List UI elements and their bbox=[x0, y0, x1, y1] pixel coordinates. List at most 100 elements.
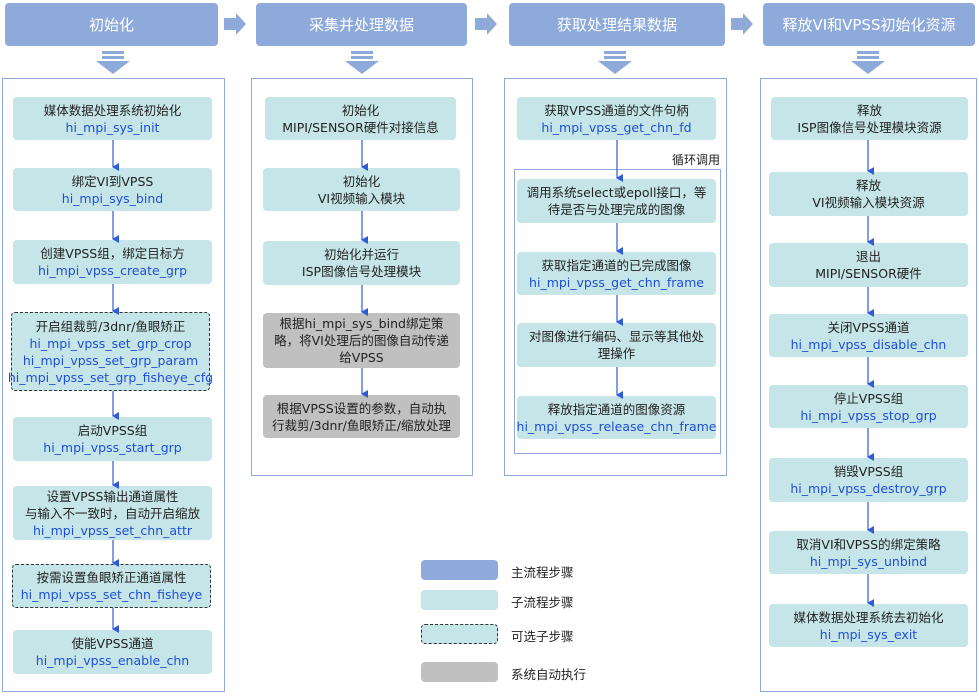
step-text: 释放指定通道的图像资源 bbox=[547, 401, 686, 417]
step-text: VI视频输入模块 bbox=[317, 190, 406, 206]
legend-sub-swatch bbox=[421, 590, 498, 610]
function-name: hi_mpi_vpss_release_chn_frame bbox=[516, 418, 717, 434]
step-set-chn-attr: 设置VPSS输出通道属性 与输入不一致时，自动开启缩放 hi_mpi_vpss_… bbox=[13, 486, 212, 540]
step-text: 创建VPSS组，绑定目标方 bbox=[40, 246, 185, 261]
function-name: hi_mpi_sys_unbind bbox=[809, 553, 928, 569]
function-name: hi_mpi_vpss_get_chn_fd bbox=[541, 119, 692, 135]
step-text: 设置VPSS输出通道属性 bbox=[46, 488, 179, 504]
step-sys-unbind: 取消VI和VPSS的绑定策略 hi_mpi_sys_unbind bbox=[769, 531, 968, 574]
step-text: 释放 bbox=[855, 178, 881, 193]
step-text: 开启组裁剪/3dnr/鱼眼矫正 bbox=[35, 318, 186, 334]
step-text: 媒体数据处理系统去初始化 bbox=[793, 609, 944, 625]
step-get-chn-frame: 获取指定通道的已完成图像 hi_mpi_vpss_get_chn_frame bbox=[517, 252, 716, 295]
step-start-grp: 启动VPSS组 hi_mpi_vpss_start_grp bbox=[13, 417, 212, 461]
step-grp-crop-optional: 开启组裁剪/3dnr/鱼眼矫正 hi_mpi_vpss_set_grp_crop… bbox=[7, 312, 214, 391]
step-text: 按需设置鱼眼矫正通道属性 bbox=[36, 570, 187, 585]
step-text: 取消VI和VPSS的绑定策略 bbox=[796, 536, 941, 552]
step-vi-init: 初始化 VI视频输入模块 bbox=[263, 168, 460, 211]
step-text: MIPI/SENSOR硬件 bbox=[815, 266, 922, 281]
step-mipi-init: 初始化 MIPI/SENSOR硬件对接信息 bbox=[265, 97, 456, 140]
header-label: 初始化 bbox=[88, 16, 134, 34]
step-text: VI视频输入模块资源 bbox=[812, 195, 925, 210]
step-auto-process: 根据VPSS设置的参数，自动执 行裁剪/3dnr/鱼眼矫正/缩放处理 bbox=[263, 395, 460, 438]
function-name: hi_mpi_vpss_set_grp_param bbox=[22, 352, 199, 368]
step-sys-bind: 绑定VI到VPSS hi_mpi_sys_bind bbox=[13, 168, 212, 211]
step-disable-chn: 关闭VPSS通道 hi_mpi_vpss_disable_chn bbox=[769, 314, 968, 357]
step-text: 理操作 bbox=[597, 346, 636, 361]
down-arrows bbox=[96, 51, 885, 74]
step-process-frame: 对图像进行编码、显示等其他处 理操作 bbox=[517, 323, 716, 367]
legend-auto-label: 系统自动执行 bbox=[511, 667, 587, 682]
legend-optional-label: 可选子步骤 bbox=[511, 629, 574, 644]
step-create-grp: 创建VPSS组，绑定目标方 hi_mpi_vpss_create_grp bbox=[13, 240, 212, 284]
legend-optional-swatch bbox=[421, 624, 498, 644]
down-arrow-3 bbox=[598, 51, 632, 74]
step-isp-init: 初始化并运行 ISP图像信号处理模块 bbox=[263, 241, 460, 285]
step-enable-chn: 使能VPSS通道 hi_mpi_vpss_enable_chn bbox=[13, 630, 212, 674]
step-sys-init: 媒体数据处理系统初始化 hi_mpi_sys_init bbox=[13, 97, 212, 140]
step-text: ISP图像信号处理模块 bbox=[301, 264, 422, 279]
legend-main-swatch bbox=[421, 560, 498, 580]
step-text: 初始化 bbox=[341, 102, 380, 118]
step-release-vi: 释放 VI视频输入模块资源 bbox=[769, 172, 968, 216]
step-text: ISP图像信号处理模块资源 bbox=[797, 119, 942, 135]
step-text: 根据hi_mpi_sys_bind绑定策 bbox=[279, 316, 444, 331]
down-arrow-2 bbox=[345, 51, 379, 74]
function-name: hi_mpi_vpss_disable_chn bbox=[790, 336, 947, 352]
step-text: 使能VPSS通道 bbox=[71, 636, 154, 651]
step-select-epoll: 调用系统select或epoll接口，等 待是否与处理完成的图像 bbox=[517, 179, 716, 223]
legend-sub-label: 子流程步骤 bbox=[511, 595, 574, 610]
function-name: hi_mpi_vpss_enable_chn bbox=[35, 653, 190, 668]
loop-label: 循环调用 bbox=[672, 153, 721, 167]
step-stop-grp: 停止VPSS组 hi_mpi_vpss_stop_grp bbox=[769, 385, 968, 428]
function-name: hi_mpi_sys_exit bbox=[819, 626, 918, 642]
step-text: 初始化并运行 bbox=[323, 247, 399, 262]
function-name: hi_mpi_vpss_set_grp_crop bbox=[29, 335, 192, 351]
header-label: 释放VI和VPSS初始化资源 bbox=[782, 16, 956, 34]
step-text: 停止VPSS组 bbox=[833, 390, 904, 406]
step-text: MIPI/SENSOR硬件对接信息 bbox=[282, 119, 439, 135]
step-text: 初始化 bbox=[342, 173, 381, 189]
legend-auto-swatch bbox=[421, 662, 498, 682]
header-capture: 采集并处理数据 bbox=[256, 3, 467, 46]
function-name: hi_mpi_vpss_stop_grp bbox=[800, 407, 937, 423]
step-destroy-grp: 销毁VPSS组 hi_mpi_vpss_destroy_grp bbox=[769, 458, 968, 502]
function-name: hi_mpi_vpss_get_chn_frame bbox=[529, 274, 704, 290]
step-text: 对图像进行编码、显示等其他处 bbox=[528, 329, 704, 344]
legend-main-label: 主流程步骤 bbox=[511, 565, 574, 580]
function-name: hi_mpi_sys_bind bbox=[61, 190, 164, 206]
function-name: hi_mpi_sys_init bbox=[65, 119, 160, 135]
function-name: hi_mpi_vpss_set_chn_attr bbox=[32, 522, 192, 538]
step-text: 退出 bbox=[855, 249, 881, 264]
header-get-result: 获取处理结果数据 bbox=[509, 3, 725, 46]
function-name: hi_mpi_vpss_set_grp_fisheye_cfg bbox=[7, 369, 214, 385]
step-text: 绑定VI到VPSS bbox=[71, 173, 154, 189]
step-text: 给VPSS bbox=[339, 350, 384, 365]
header-arrow-3 bbox=[731, 13, 753, 35]
header-label: 采集并处理数据 bbox=[308, 16, 414, 34]
function-name: hi_mpi_vpss_set_chn_fisheye bbox=[20, 587, 203, 602]
step-text: 启动VPSS组 bbox=[77, 423, 148, 438]
header-init: 初始化 bbox=[5, 3, 218, 46]
function-name: hi_mpi_vpss_create_grp bbox=[37, 263, 188, 278]
function-name: hi_mpi_vpss_start_grp bbox=[43, 440, 182, 455]
step-text: 调用系统select或epoll接口，等 bbox=[526, 185, 707, 200]
step-text: 获取VPSS通道的文件句柄 bbox=[544, 102, 689, 118]
step-release-isp: 释放 ISP图像信号处理模块资源 bbox=[771, 97, 968, 140]
step-text: 行裁剪/3dnr/鱼眼矫正/缩放处理 bbox=[271, 417, 452, 433]
step-text: 获取指定通道的已完成图像 bbox=[541, 257, 692, 273]
step-chn-fisheye-optional: 按需设置鱼眼矫正通道属性 hi_mpi_vpss_set_chn_fisheye bbox=[12, 564, 211, 608]
step-text: 待是否与处理完成的图像 bbox=[547, 202, 686, 217]
step-text: 销毁VPSS组 bbox=[833, 464, 904, 479]
header-arrow-2 bbox=[475, 13, 497, 35]
header-release: 释放VI和VPSS初始化资源 bbox=[763, 3, 975, 46]
step-text: 略，将VI处理后的图像自动传递 bbox=[274, 333, 449, 348]
step-text: 媒体数据处理系统初始化 bbox=[43, 102, 182, 118]
function-name: hi_mpi_vpss_destroy_grp bbox=[790, 481, 947, 496]
step-text: 根据VPSS设置的参数，自动执 bbox=[276, 400, 447, 416]
down-arrow-4 bbox=[851, 51, 885, 74]
header-arrow-1 bbox=[224, 13, 246, 35]
header-arrows bbox=[224, 13, 753, 35]
step-text: 释放 bbox=[856, 102, 882, 118]
